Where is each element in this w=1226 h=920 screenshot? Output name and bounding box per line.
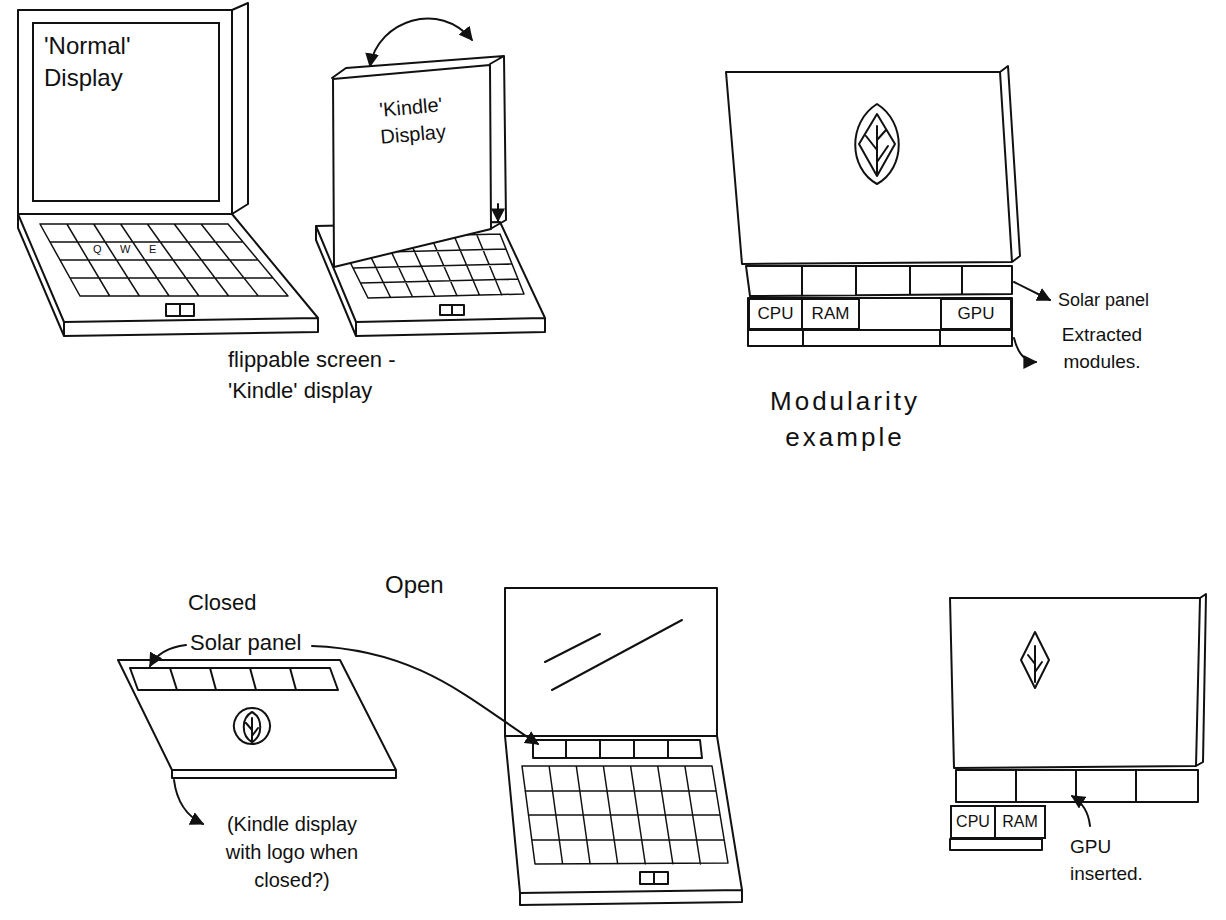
key-letter: W [120, 244, 130, 255]
laptop-base [505, 736, 742, 905]
diamond-logo [1021, 632, 1049, 688]
annotation: GPU inserted. [1070, 834, 1170, 887]
solar-panel [130, 668, 338, 690]
module-bay [950, 839, 1042, 850]
key-letter: E [149, 244, 156, 255]
module-box: CPU [748, 298, 803, 330]
annotation: (Kindle display with logo when closed?) [208, 810, 376, 894]
module-box: CPU [950, 805, 996, 839]
laptop-lid [505, 588, 717, 736]
leader-arrow [1014, 282, 1050, 300]
keyboard-grid [522, 766, 728, 864]
module-box: RAM [994, 805, 1046, 839]
kindle-screen: 'Kindle' Display [332, 64, 492, 268]
annotation: Solar panel [190, 628, 301, 659]
node-text: CPU [956, 811, 990, 833]
solar-panel [746, 266, 1012, 296]
laptop-lid [726, 66, 1020, 264]
solar-panel [956, 770, 1198, 802]
laptop-lid [18, 3, 248, 214]
caption: flippable screen - 'Kindle' display [228, 345, 453, 407]
leader-arrow [1014, 338, 1036, 362]
leaf-logo [855, 104, 899, 184]
annotation: Extracted modules. [1042, 322, 1162, 375]
annotation: Open [385, 568, 444, 602]
node-text: 'Kindle' Display [360, 90, 464, 153]
node-text: 'Normal' Display [44, 30, 162, 95]
node-text: RAM [812, 303, 850, 326]
touchpad [640, 872, 668, 884]
node-text: GPU [958, 303, 995, 326]
module-box: GPU [940, 298, 1012, 330]
caption: Modularity example [745, 383, 945, 456]
node-text: RAM [1002, 811, 1038, 833]
closed-lid [118, 660, 396, 778]
module-box: RAM [801, 298, 860, 330]
keyboard-grid [40, 224, 288, 296]
flip-arrow [370, 19, 472, 66]
leader-arrow [1072, 796, 1090, 826]
annotation: Solar panel [1058, 288, 1149, 313]
touchpad [440, 305, 464, 315]
screen-outline [333, 65, 491, 267]
node-text: CPU [758, 303, 794, 326]
down-arrow [497, 204, 499, 221]
key-letter: Q [93, 244, 102, 255]
leader-arrow [174, 780, 203, 824]
leader-arrow [150, 645, 186, 666]
solar-panel [533, 740, 702, 758]
laptop-lid [950, 594, 1206, 768]
display-screen: 'Normal' Display [32, 22, 220, 202]
laptop-base [18, 214, 318, 336]
module-bay [748, 298, 1012, 346]
annotation: Closed [188, 588, 256, 619]
touchpad [166, 304, 194, 316]
leaf-logo [234, 708, 270, 744]
